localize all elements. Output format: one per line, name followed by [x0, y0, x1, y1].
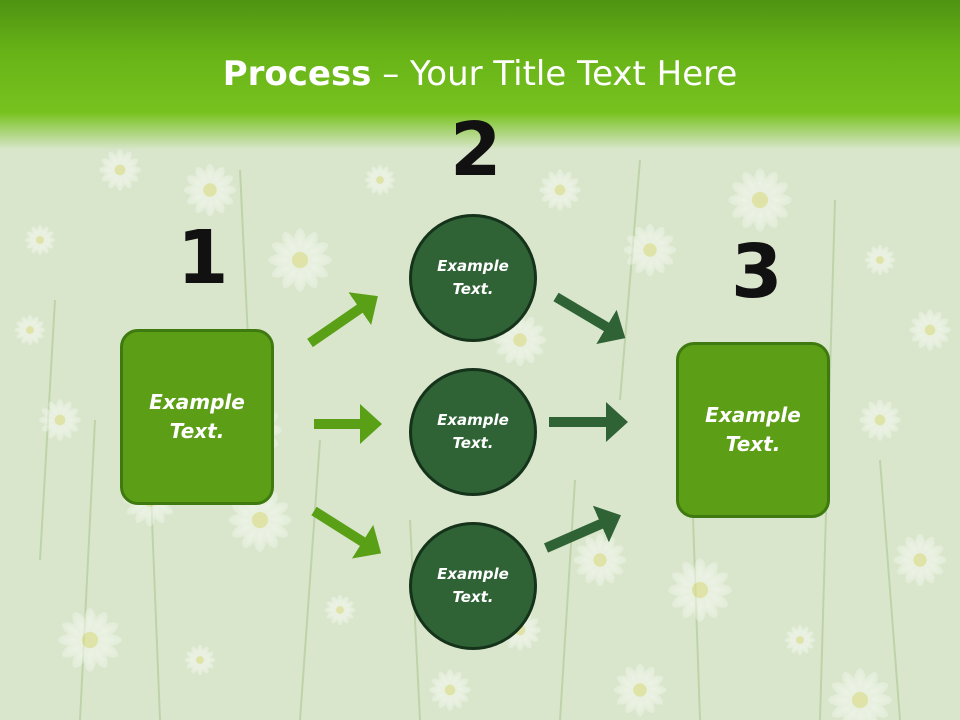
circle-top-line2: Text.	[452, 280, 494, 298]
daisy-flower	[99, 149, 141, 191]
title-bold: Process	[222, 54, 372, 94]
step-number-3: 3	[731, 229, 783, 315]
circle-bottom-line2: Text.	[452, 588, 494, 606]
daisy-flower	[828, 668, 892, 720]
daisy-flower	[184, 644, 216, 676]
daisy-flower	[909, 309, 951, 351]
process-circle-top: Example Text.	[409, 214, 537, 342]
daisy-flower	[859, 399, 901, 441]
circle-bottom-line1: Example	[437, 565, 509, 583]
daisy-flower	[613, 663, 667, 717]
daisy-flower	[183, 163, 237, 217]
daisy-flower	[539, 169, 581, 211]
circle-top-line1: Example	[437, 257, 509, 275]
output-box: Example Text.	[676, 342, 830, 518]
daisy-flower	[24, 224, 56, 256]
input-box: Example Text.	[120, 329, 274, 505]
circle-middle-line1: Example	[437, 411, 509, 429]
daisy-flower	[14, 314, 46, 346]
output-box-line1: Example	[705, 403, 801, 427]
daisy-flower	[268, 228, 332, 292]
daisy-flower	[668, 558, 732, 622]
slide-title: Process – Your Title Text Here	[0, 52, 960, 96]
step-number-1: 1	[177, 215, 229, 301]
title-rest: – Your Title Text Here	[371, 54, 738, 94]
process-circle-bottom: Example Text.	[409, 522, 537, 650]
daisy-flower	[864, 244, 896, 276]
input-box-line1: Example	[149, 390, 245, 414]
input-box-line2: Text.	[169, 419, 225, 443]
daisy-flower	[228, 488, 292, 552]
daisy-flower	[39, 399, 81, 441]
daisy-flower	[893, 533, 947, 587]
daisy-flower	[728, 168, 792, 232]
process-circle-middle: Example Text.	[409, 368, 537, 496]
title-bar	[0, 0, 960, 150]
daisy-flower	[364, 164, 396, 196]
circle-middle-line2: Text.	[452, 434, 494, 452]
output-box-line2: Text.	[725, 432, 781, 456]
daisy-flower	[429, 669, 471, 711]
daisy-flower	[784, 624, 816, 656]
daisy-flower	[324, 594, 356, 626]
step-number-2: 2	[450, 107, 502, 193]
daisy-flower	[58, 608, 122, 672]
daisy-flower	[623, 223, 677, 277]
